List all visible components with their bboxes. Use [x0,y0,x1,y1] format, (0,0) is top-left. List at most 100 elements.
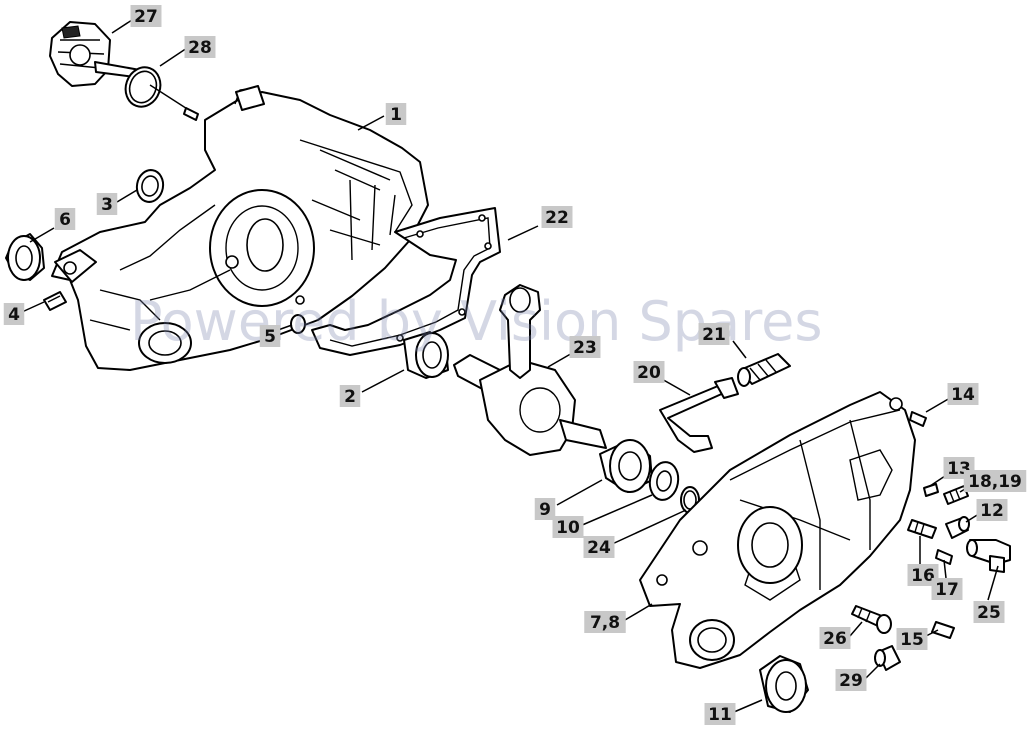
callout-4[interactable]: 4 [3,303,25,325]
callout-label: 27 [134,7,158,27]
callout-background [569,336,601,358]
part-25-bolt[interactable] [966,539,1011,573]
callout-label: 25 [977,603,1001,623]
callout-label: 10 [556,518,580,538]
part-11-annular-buffer[interactable] [759,655,809,713]
part-3-oil-seal[interactable] [134,168,165,204]
callout-label: 14 [951,385,975,405]
part-21-oil-pump-part[interactable] [737,353,791,387]
callout-background [259,325,281,347]
callout-20[interactable]: 20 [633,361,665,383]
callout-background [54,208,76,230]
callout-label: 12 [980,501,1004,521]
part-22-gasket[interactable] [311,207,501,356]
callout-2[interactable]: 2 [339,385,361,407]
callout-21[interactable]: 21 [698,323,730,345]
callout-label: 3 [101,195,113,215]
callout-label: 7,8 [590,613,620,633]
callout-label: 23 [573,338,597,358]
callout-label: 17 [935,580,959,600]
part-6-annular-buffer[interactable] [5,233,45,281]
callout-1[interactable]: 1 [385,103,407,125]
callout-label: 9 [539,500,551,520]
part-10-washer[interactable] [647,460,681,502]
callout-9[interactable]: 9 [534,498,556,520]
callout-17[interactable]: 17 [931,578,963,600]
callout-background [184,36,216,58]
callout-label: 28 [188,38,212,58]
callout-background [947,383,979,405]
part-2-ball-bearing[interactable] [403,331,449,379]
callout-29[interactable]: 29 [835,669,867,691]
callout-label: 18,19 [968,472,1022,492]
callout-background [584,611,626,633]
part-23-crankshaft[interactable] [453,284,607,456]
part-1-crankcase-left[interactable] [51,85,429,371]
callout-background [931,578,963,600]
callout-label: 2 [344,387,356,407]
callout-1819[interactable]: 18,19 [963,470,1027,492]
callout-background [130,5,162,27]
callout-background [385,103,407,125]
callout-label: 11 [708,705,732,725]
callout-5[interactable]: 5 [259,325,281,347]
callout-label: 1 [390,105,402,125]
callout-background [976,499,1008,521]
callout-background [339,385,361,407]
part-5-sleeve[interactable] [290,314,306,334]
callout-label: 20 [637,363,661,383]
part-16-stud[interactable] [907,519,937,539]
callout-background [583,536,615,558]
callout-26[interactable]: 26 [819,627,851,649]
part-7-8-crankcase-right[interactable] [639,391,916,669]
part-4-screw[interactable] [43,291,67,311]
callout-background [835,669,867,691]
callout-label: 4 [8,305,20,325]
leader-lines [21,17,999,713]
callout-label: 16 [911,566,935,586]
callout-background [96,193,118,215]
callout-3[interactable]: 3 [96,193,118,215]
callout-25[interactable]: 25 [973,601,1005,623]
callout-10[interactable]: 10 [552,516,584,538]
part-14-screw[interactable] [909,411,927,427]
part-20-rod[interactable] [659,377,739,453]
callout-15[interactable]: 15 [896,628,928,650]
callout-background [552,516,584,538]
part-26-bolt[interactable] [851,605,892,634]
part-28-oring[interactable] [120,62,199,121]
part-15-stud[interactable] [931,621,955,639]
callout-22[interactable]: 22 [541,206,573,228]
callout-16[interactable]: 16 [907,564,939,586]
callout-28[interactable]: 28 [184,36,216,58]
callout-6[interactable]: 6 [54,208,76,230]
callout-24[interactable]: 24 [583,536,615,558]
callout-background [704,703,736,725]
part-12-sleeve-nut[interactable] [945,516,970,539]
callout-background [973,601,1005,623]
callout-label: 22 [545,208,569,228]
part-29-plug[interactable] [874,645,901,671]
callout-78[interactable]: 7,8 [584,611,626,633]
callout-background [896,628,928,650]
part-17-stud[interactable] [935,549,953,565]
callout-11[interactable]: 11 [704,703,736,725]
callout-27[interactable]: 27 [130,5,162,27]
callout-12[interactable]: 12 [976,499,1008,521]
part-9-ball-bearing[interactable] [599,439,653,493]
callout-label: 21 [702,325,726,345]
callout-background [698,323,730,345]
callout-background [534,498,556,520]
callout-label: 6 [59,210,71,230]
callout-background [907,564,939,586]
callout-background [633,361,665,383]
callout-background [819,627,851,649]
callout-background [3,303,25,325]
callout-label: 24 [587,538,611,558]
callout-23[interactable]: 23 [569,336,601,358]
callout-background [963,470,1027,492]
callout-14[interactable]: 14 [947,383,979,405]
